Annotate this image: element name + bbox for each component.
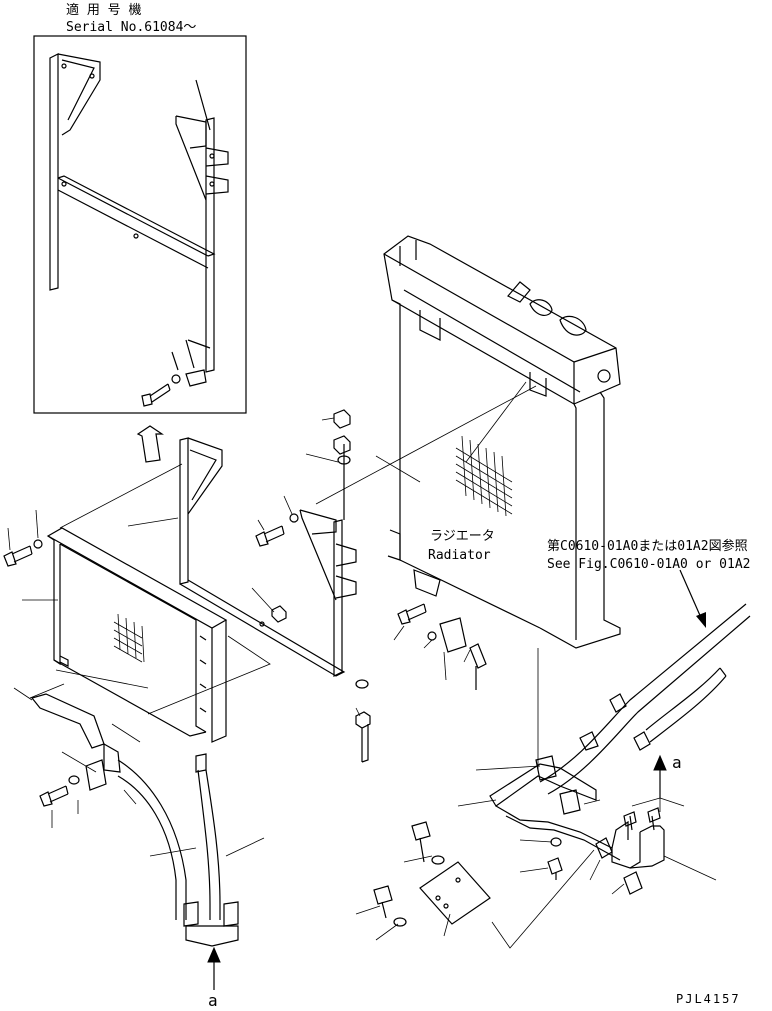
hardware-nuts-washers (3, 409, 371, 763)
arrow-a-bottom (207, 946, 221, 990)
reference-leader (679, 569, 706, 628)
callout-leaders (7, 381, 717, 949)
hose-clamps-right (535, 755, 643, 895)
bolt-and-clip-right (397, 603, 487, 690)
inset-bracket-right (175, 115, 229, 373)
radiator-label-en: Radiator (428, 548, 491, 563)
oil-cooler (46, 527, 228, 743)
radiator-body (383, 235, 621, 649)
applicable-serial-jp: 適 用 号 機 (66, 2, 141, 18)
reference-label-jp: 第C0610-01A0または01A2図参照 (547, 538, 748, 554)
oil-cooler-grid (113, 613, 145, 663)
inset-arrow (136, 425, 164, 463)
arrow-a-bottom-label: a (208, 991, 218, 1010)
hose-assembly-right (489, 603, 751, 869)
arrow-a-right (631, 754, 685, 812)
radiator-label-jp: ラジエータ (430, 529, 495, 544)
lower-right-hardware (373, 821, 563, 927)
upper-bracket-right (299, 444, 357, 677)
reference-label-en: See Fig.C0610-01A0 or 01A2 (547, 557, 751, 572)
inset-bolt (141, 79, 211, 407)
radiator-lower-bracket (387, 529, 441, 597)
arrow-a-right-label: a (672, 753, 682, 772)
inset-frame (33, 35, 247, 414)
drawing-number: PJL4157 (676, 992, 741, 1006)
radiator-core-grid (455, 435, 513, 517)
hose-left-hardware (39, 759, 107, 807)
inset-crossbar (57, 175, 216, 269)
serial-number: Serial No.61084～ (66, 20, 196, 35)
cooler-hose-left (30, 693, 239, 947)
inset-bracket-left (49, 53, 101, 291)
upper-bracket-middle (179, 437, 346, 677)
